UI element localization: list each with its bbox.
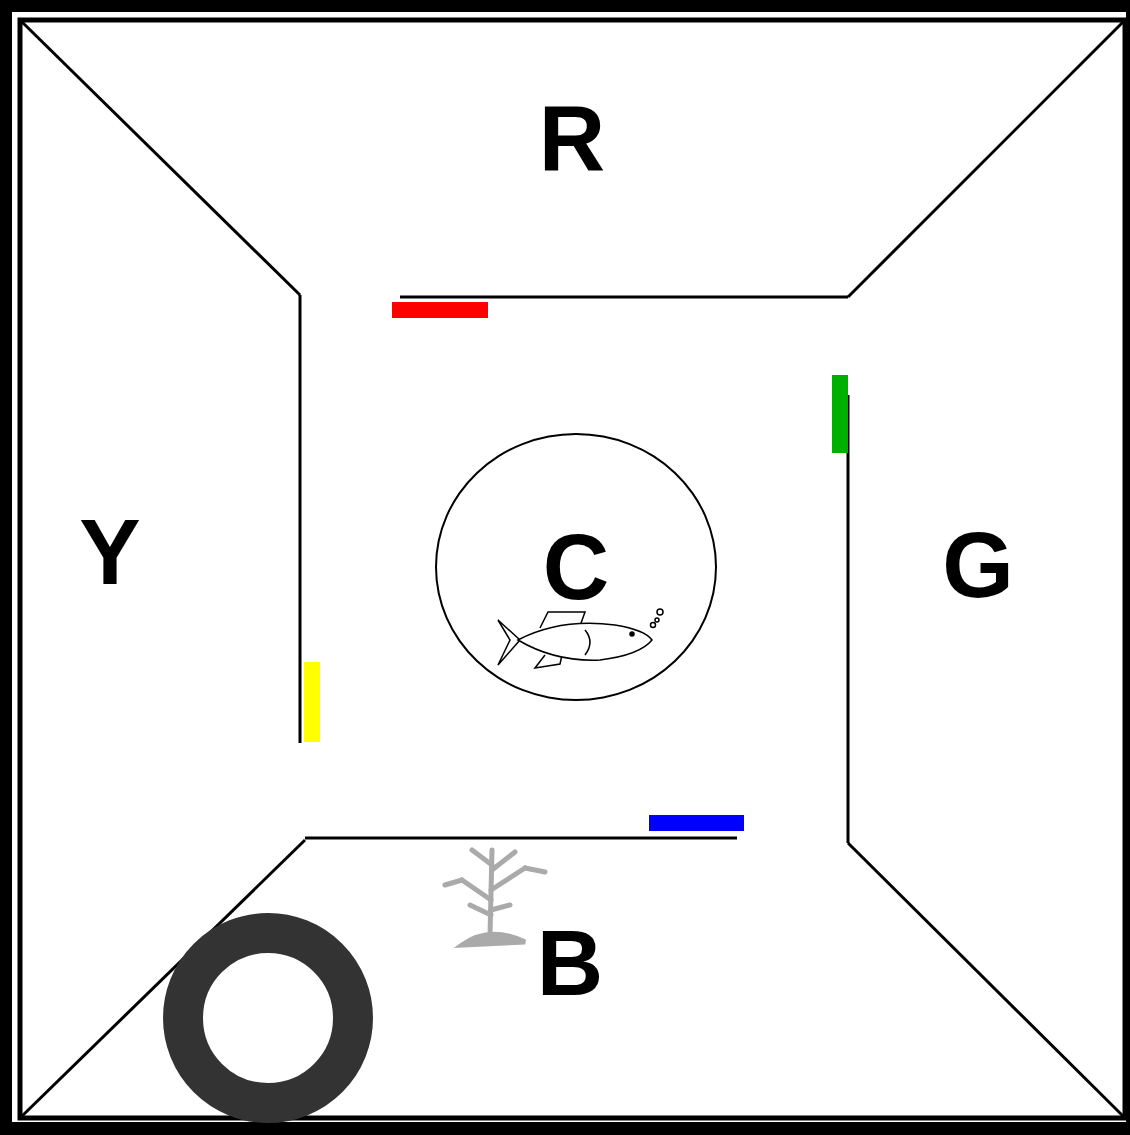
region-label: Y [79,506,140,598]
red-cue [392,302,488,318]
region-label: C [543,521,609,613]
region-label: R [539,92,605,184]
yellow-cue [304,662,320,742]
arm-region: B [529,911,612,1015]
arena-wall [20,20,1125,1118]
region-label: B [537,917,603,1009]
arm-region: Y [71,500,149,604]
arena-ground [12,12,1126,1122]
region-label: G [942,519,1014,611]
arm-region: G [934,513,1022,617]
plant-object [445,850,545,945]
arm-region: R [531,86,614,190]
center-zone: C [435,433,717,701]
green-cue [832,375,848,453]
blue-cue [649,815,744,831]
fish-illustration [498,609,663,668]
arm-walls [20,20,1125,1118]
tire-object [183,933,353,1103]
